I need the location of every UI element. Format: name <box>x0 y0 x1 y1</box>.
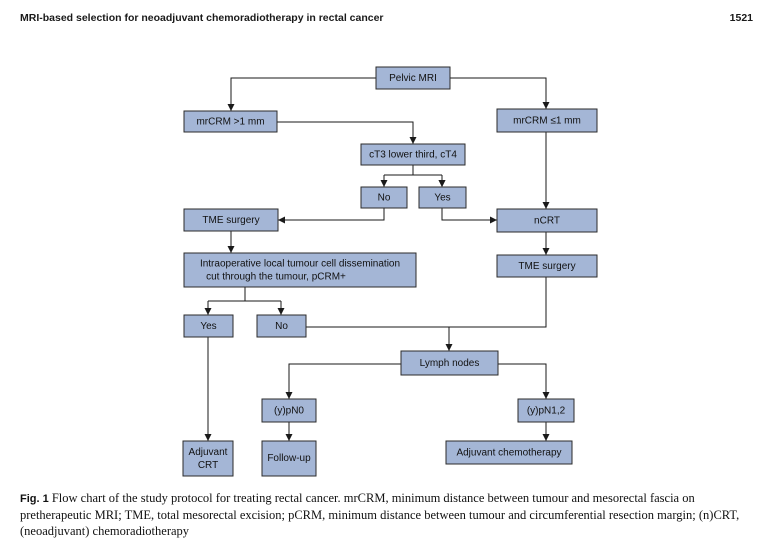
arrow-intraop-split <box>207 287 281 315</box>
node-label: Yes <box>200 321 216 332</box>
node-tme-surgery-2: TME surgery <box>496 254 598 278</box>
node-label: Yes <box>434 193 450 204</box>
node-ypn0: (y)pN0 <box>261 398 317 423</box>
node-mrcrm-gt1: mrCRM >1 mm <box>183 110 278 133</box>
node-pelvic-mri: Pelvic MRI <box>375 66 451 90</box>
node-label: nCRT <box>534 216 560 227</box>
node-yes-1: Yes <box>418 186 467 209</box>
arrow-ct3-split <box>383 165 442 187</box>
node-label: (y)pN0 <box>274 406 304 417</box>
node-no-1: No <box>360 186 408 209</box>
node-ncrt: nCRT <box>496 208 598 233</box>
node-label-line2: cut through the tumour, pCRM+ <box>206 272 346 283</box>
connectors <box>204 77 550 441</box>
node-adjuvant-chemotherapy: Adjuvant chemotherapy <box>445 440 573 465</box>
arrow-tme2-to-ln-line <box>306 277 547 328</box>
node-intraop: Intraoperative local tumour cell dissemi… <box>183 252 417 288</box>
page-number: 1521 <box>729 12 753 24</box>
node-label: mrCRM >1 mm <box>196 117 264 128</box>
node-ypn12: (y)pN1,2 <box>517 398 575 423</box>
node-label: TME surgery <box>202 215 259 226</box>
arrow-yes-to-ncrt <box>441 208 497 224</box>
node-label: No <box>275 321 288 332</box>
node-yes-2: Yes <box>183 314 234 338</box>
node-label: TME surgery <box>518 261 575 272</box>
node-label: cT3 lower third, cT4 <box>369 150 457 161</box>
node-label: (y)pN1,2 <box>527 406 566 417</box>
node-label: Adjuvant chemotherapy <box>456 448 561 459</box>
arrow-ln-to-ypn12 <box>498 363 550 399</box>
node-label: No <box>378 193 391 204</box>
node-label-line1: Adjuvant <box>189 447 228 458</box>
node-lymph-nodes: Lymph nodes <box>400 350 499 376</box>
arrow-mri-to-le1 <box>450 77 550 109</box>
node-label: mrCRM ≤1 mm <box>513 116 581 127</box>
caption-label: Fig. 1 <box>20 493 49 505</box>
node-label: Pelvic MRI <box>389 73 437 84</box>
node-label-line1: Intraoperative local tumour cell dissemi… <box>200 259 400 270</box>
node-no-2: No <box>256 314 307 338</box>
arrow-no-to-tme <box>278 208 385 224</box>
caption-text: Flow chart of the study protocol for tre… <box>20 491 740 538</box>
node-adjuvant-crt: Adjuvant CRT <box>182 440 234 477</box>
node-mrcrm-le1: mrCRM ≤1 mm <box>496 108 598 133</box>
node-follow-up: Follow-up <box>261 440 317 477</box>
arrow-mri-to-gt1 <box>227 77 376 111</box>
running-header-title: MRI-based selection for neoadjuvant chem… <box>20 12 384 24</box>
arrow-ln-to-ypn0 <box>285 363 401 399</box>
node-label: Follow-up <box>267 453 311 464</box>
node-tme-surgery-1: TME surgery <box>183 208 279 232</box>
node-label-line2: CRT <box>198 460 218 471</box>
figure-caption: Fig. 1 Flow chart of the study protocol … <box>20 490 750 539</box>
arrow-gt1-to-ct3 <box>277 121 417 144</box>
node-label: Lymph nodes <box>420 358 480 369</box>
node-ct3-ct4: cT3 lower third, cT4 <box>360 143 466 166</box>
